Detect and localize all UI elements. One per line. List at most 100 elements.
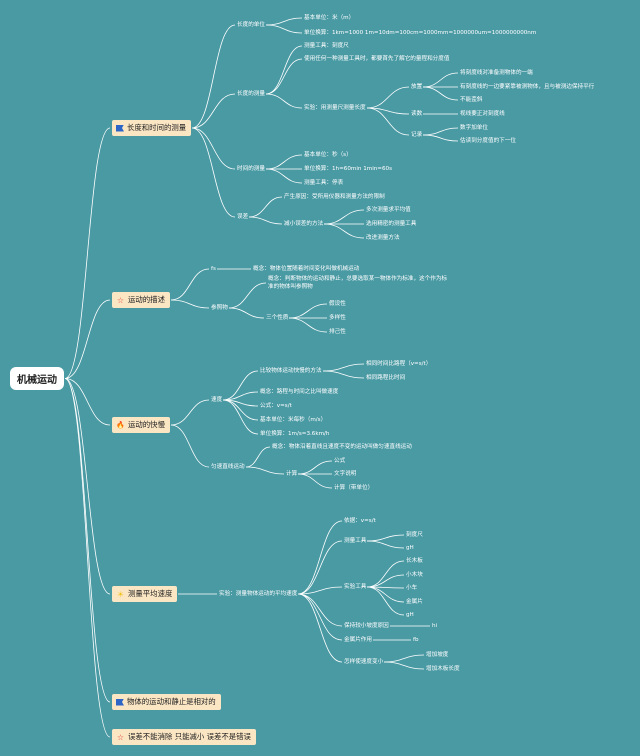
- topic-s2[interactable]: 概念：路程与时间之比叫做速度: [260, 389, 339, 395]
- topic-x31[interactable]: 长木板: [406, 558, 423, 564]
- connector-line: [64, 378, 111, 595]
- topic-x34[interactable]: 金属片: [406, 599, 423, 605]
- connector-line: [64, 378, 111, 738]
- connector-line: [366, 586, 405, 616]
- topic-len-note[interactable]: 使用任何一种测量工具时，都要首先了解它的量程和分度值: [304, 56, 450, 62]
- topic-len-unit[interactable]: 长度的单位: [237, 22, 265, 28]
- connector-line: [265, 24, 303, 34]
- topic-e1[interactable]: 产生原因：受所用仪器和测量方法的限制: [284, 194, 385, 200]
- topic-x3[interactable]: 实验工具: [344, 584, 367, 590]
- topic-ref[interactable]: 参照物: [211, 305, 228, 311]
- topic-u22[interactable]: 文字说明: [334, 471, 357, 477]
- topic-u21[interactable]: 公式: [334, 458, 346, 464]
- topic-len-base[interactable]: 基本单位：米（m）: [304, 15, 355, 21]
- connector-line: [64, 378, 111, 703]
- branch-topic-1[interactable]: 长度和时间的测量: [112, 120, 192, 136]
- topic-u1[interactable]: 概念：物体沿着直线且速度不变的运动叫做匀速直线运动: [272, 444, 412, 450]
- topic-x33[interactable]: 小车: [406, 585, 418, 591]
- branch-label: 测量平均速度: [128, 589, 173, 598]
- fire-icon: 🔥: [116, 420, 125, 429]
- topic-len-meas[interactable]: 长度的测量: [237, 91, 265, 97]
- connector-line: [297, 473, 333, 489]
- topic-s3[interactable]: 公式：v=s/t: [260, 403, 292, 409]
- topic-u23[interactable]: 计算（带单位）: [334, 485, 374, 491]
- topic-p3[interactable]: 不能歪斜: [460, 97, 483, 103]
- root-topic[interactable]: 机械运动: [10, 367, 64, 390]
- topic-time-meas[interactable]: 时间的测量: [237, 166, 265, 172]
- topic-t2[interactable]: 单位换算：1h=60min 1min=60s: [304, 166, 393, 172]
- connector-line: [170, 268, 210, 301]
- branch-topic-5[interactable]: 物体的运动和静止是相对的: [112, 694, 221, 710]
- topic-len-conv[interactable]: 单位换算：1km=1000 1m=10dm=100cm=1000mm=10000…: [304, 30, 537, 36]
- topic-ref23[interactable]: 排己性: [329, 329, 346, 335]
- topic-r1[interactable]: 视线要正对刻度线: [460, 111, 505, 117]
- topic-s1[interactable]: 比较物体运动快慢的方法: [260, 368, 322, 374]
- branch-label: 运动的描述: [128, 295, 165, 304]
- flag-icon: [116, 698, 124, 706]
- topic-ref21[interactable]: 假设性: [329, 301, 346, 307]
- topic-read[interactable]: 读数: [411, 111, 423, 117]
- topic-ref2[interactable]: 三个性质: [266, 315, 289, 321]
- connector-line: [245, 466, 285, 475]
- connector-line: [191, 127, 236, 170]
- topic-c2[interactable]: 估读到分度值的下一位: [460, 138, 516, 144]
- topic-e21[interactable]: 多次测量求平均值: [366, 207, 411, 213]
- topic-s12[interactable]: 相同路程比时间: [366, 375, 406, 381]
- branch-topic-4[interactable]: ☀测量平均速度: [112, 586, 178, 602]
- topic-x4[interactable]: 保持较小坡度原因: [344, 623, 389, 629]
- topic-m-fs[interactable]: fs: [211, 266, 216, 272]
- branch-topic-2[interactable]: ☆运动的描述: [112, 292, 170, 308]
- topic-x21[interactable]: 刻度尺: [406, 532, 423, 538]
- topic-x22[interactable]: gH: [406, 545, 414, 551]
- topic-t1[interactable]: 基本单位：秒（s）: [304, 152, 352, 158]
- connector-line: [297, 460, 333, 475]
- topic-t3[interactable]: 测量工具：停表: [304, 180, 344, 186]
- topic-e23[interactable]: 改进测量方法: [366, 235, 400, 241]
- topic-c1[interactable]: 数字加单位: [460, 125, 488, 131]
- connector-line: [323, 223, 365, 239]
- topic-x35[interactable]: gH: [406, 612, 414, 618]
- topic-x32[interactable]: 小木块: [406, 572, 423, 578]
- topic-p1[interactable]: 将刻度线对准备测物体的一端: [460, 70, 533, 76]
- topic-s4[interactable]: 基本单位：米每秒（m/s）: [260, 417, 327, 423]
- topic-error[interactable]: 误差: [237, 214, 249, 220]
- topic-x51[interactable]: fb: [413, 637, 419, 643]
- topic-ref1[interactable]: 概念：判断物体的运动和静止，总要选取某一物体作为标准，这个作为标准的物体叫参照物: [268, 276, 448, 290]
- topic-uniform[interactable]: 匀速直线运动: [211, 464, 245, 470]
- star-outline-icon: ☆: [116, 295, 125, 305]
- topic-x41[interactable]: hi: [432, 623, 438, 629]
- topic-ref22[interactable]: 多样性: [329, 315, 346, 321]
- topic-place[interactable]: 放置: [411, 84, 423, 90]
- topic-speed[interactable]: 速度: [211, 397, 223, 403]
- topic-record[interactable]: 记录: [411, 132, 423, 138]
- topic-x5[interactable]: 金属片作用: [344, 637, 372, 643]
- connector-line: [265, 17, 303, 26]
- topic-m-fs1[interactable]: 概念：物体位置随着时间变化叫做机械运动: [253, 266, 360, 272]
- connector-line: [64, 127, 111, 379]
- connector-line: [366, 560, 405, 588]
- topic-exp[interactable]: 实验：测量物体运动的平均速度: [219, 591, 298, 597]
- topic-x61[interactable]: 增加坡度: [426, 652, 449, 658]
- topic-s5[interactable]: 单位换算：1m/s=3.6km/h: [260, 431, 330, 437]
- topic-s11[interactable]: 相同时间比路程（v=s/t）: [366, 361, 432, 367]
- connector-line: [366, 107, 410, 136]
- branch-label: 物体的运动和静止是相对的: [127, 697, 216, 706]
- topic-len-tool[interactable]: 测量工具：刻度尺: [304, 43, 349, 49]
- connector-line: [191, 24, 236, 129]
- topic-x2[interactable]: 测量工具: [344, 538, 367, 544]
- connector-line: [248, 216, 283, 225]
- branch-topic-6[interactable]: ☆误差不能消除 只能减小 误差不是错误: [112, 729, 256, 745]
- topic-u2[interactable]: 计算: [286, 471, 298, 477]
- connector-line: [366, 586, 405, 603]
- connector-line: [322, 370, 365, 379]
- connector-line: [297, 540, 343, 595]
- topic-x62[interactable]: 增加木板长度: [426, 666, 460, 672]
- topic-x1[interactable]: 依据：v=s/t: [344, 518, 376, 524]
- topic-e2[interactable]: 减小误差的方法: [284, 221, 324, 227]
- topic-p2[interactable]: 有刻度线的一边要紧靠被测物体，且与被测边保持平行: [460, 84, 595, 90]
- topic-e22[interactable]: 选用精密的测量工具: [366, 221, 417, 227]
- connector-line: [170, 424, 210, 468]
- topic-len-exp[interactable]: 实验：用测量尺测量长度: [304, 105, 366, 111]
- branch-topic-3[interactable]: 🔥运动的快慢: [112, 417, 170, 433]
- topic-x6[interactable]: 怎样使速度变小: [344, 659, 384, 665]
